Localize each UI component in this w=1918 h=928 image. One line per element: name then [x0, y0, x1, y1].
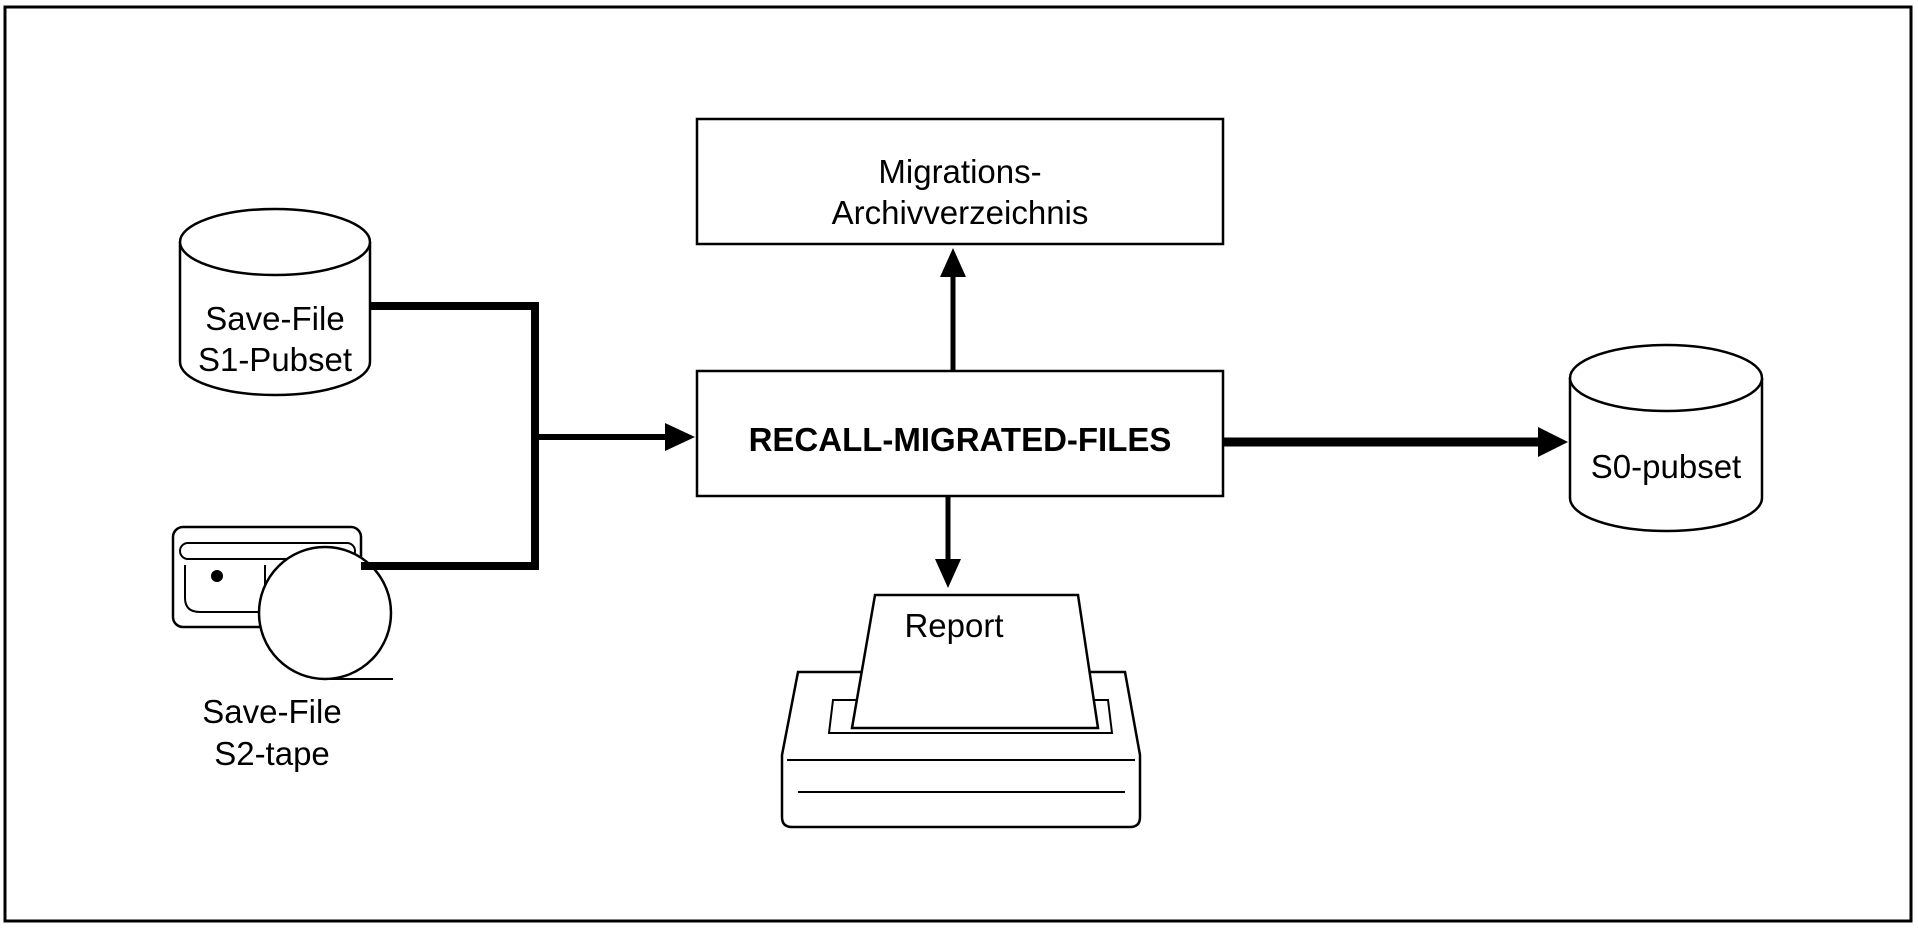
archive-label-line2: Archivverzeichnis [832, 194, 1089, 231]
s1-pubset-label-line2: S1-Pubset [198, 341, 352, 378]
printer: Report [780, 593, 1142, 829]
outer-frame [3, 5, 1913, 923]
s0-pubset-label: S0-pubset [1591, 448, 1741, 485]
archive-label-line1: Migrations- [878, 153, 1041, 190]
recall-label: RECALL-MIGRATED-FILES [749, 421, 1172, 458]
arrow-recall-to-s0-pubset [1223, 427, 1568, 457]
s2-tape-label-line1: Save-File [202, 693, 341, 730]
arrow-recall-to-archive [940, 248, 966, 371]
arrow-recall-to-report [935, 496, 961, 588]
connector-s1-s2-to-recall [361, 302, 695, 570]
recall-migrated-files-box: RECALL-MIGRATED-FILES [695, 369, 1225, 498]
s2-tape-label-line2: S2-tape [214, 735, 330, 772]
s1-pubset-label-line1: Save-File [205, 300, 344, 337]
s1-pubset-disk: Save-File S1-Pubset [178, 207, 372, 397]
report-label: Report [904, 607, 1003, 644]
archive-directory-box: Migrations- Archivverzeichnis [695, 117, 1225, 246]
s0-pubset-disk: S0-pubset [1568, 343, 1764, 533]
s2-tape-cartridge [171, 525, 393, 681]
